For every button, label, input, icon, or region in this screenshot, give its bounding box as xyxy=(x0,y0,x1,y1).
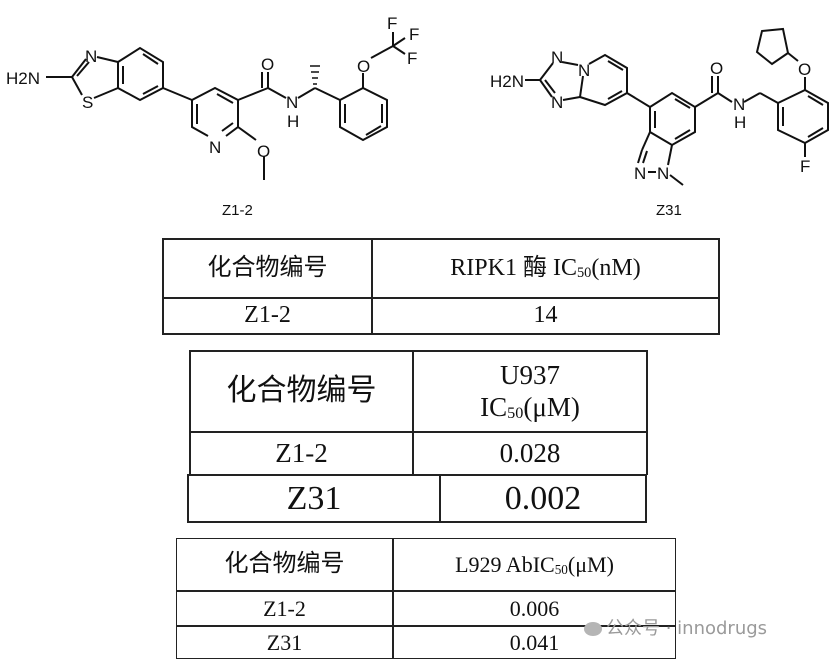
table-cell: Z1-2 xyxy=(263,595,306,621)
table-ripk1: 化合物编号 RIPK1 酶 IC50(nM) Z1-2 14 xyxy=(162,238,720,335)
compound-label-z31: Z31 xyxy=(656,202,682,219)
atom-label: O xyxy=(357,57,370,76)
atom-label: O xyxy=(261,55,274,74)
atom-label: H xyxy=(734,113,746,132)
atom-label: O xyxy=(710,59,723,78)
atom-label: N xyxy=(578,61,590,80)
atom-label: N xyxy=(209,138,221,157)
atom-label: S xyxy=(82,93,93,112)
chemical-structures: H2N N S O N H N O O F F F H2N N N N xyxy=(6,14,829,186)
atom-label: F xyxy=(387,14,397,33)
atom-label: O xyxy=(798,60,811,79)
atom-label: H2N xyxy=(6,69,40,88)
atom-label: H xyxy=(287,112,299,131)
atom-label: H2N xyxy=(490,72,524,91)
header-l929-ic50: L929 AbIC50(μM) xyxy=(455,551,614,577)
atom-label: F xyxy=(407,49,417,68)
atom-label: N xyxy=(286,93,298,112)
atom-label: F xyxy=(800,157,810,176)
table-l929: 化合物编号 L929 AbIC50(μM) Z1-2 0.006 Z31 0.0… xyxy=(176,538,676,659)
table-cell: Z31 xyxy=(286,479,342,517)
atom-label: N xyxy=(657,164,669,183)
table-cell: 0.002 xyxy=(504,479,582,517)
atom-label: N xyxy=(733,95,745,114)
table-cell: 0.028 xyxy=(499,438,561,469)
wechat-icon xyxy=(584,622,602,636)
table-u937-row-z31: Z31 0.002 xyxy=(187,474,647,523)
table-cell: Z1-2 xyxy=(275,438,328,469)
header-compound: 化合物编号 xyxy=(226,374,377,408)
atom-label: O xyxy=(257,142,270,161)
table-cell: 0.006 xyxy=(509,595,560,621)
header-ripk1-ic50: RIPK1 酶 IC50(nM) xyxy=(450,254,641,281)
atom-label: N xyxy=(634,164,646,183)
watermark: 公众号 · innodrugs xyxy=(584,614,767,640)
atom-label: F xyxy=(409,25,419,44)
table-cell: 0.041 xyxy=(509,629,560,655)
table-cell: Z31 xyxy=(266,629,303,655)
table-cell: 14 xyxy=(533,302,558,329)
table-cell: Z1-2 xyxy=(244,302,291,329)
header-compound: 化合物编号 xyxy=(224,550,345,577)
atom-label: N xyxy=(551,48,563,67)
atom-label: N xyxy=(551,93,563,112)
compound-label-z1-2: Z1-2 xyxy=(222,202,253,219)
structure-z1-2: H2N N S O N H N O O F F F xyxy=(6,14,419,180)
header-compound: 化合物编号 xyxy=(207,254,328,281)
structure-z31: H2N N N N N N O N H O F xyxy=(490,27,829,186)
atom-label: N xyxy=(85,47,97,66)
